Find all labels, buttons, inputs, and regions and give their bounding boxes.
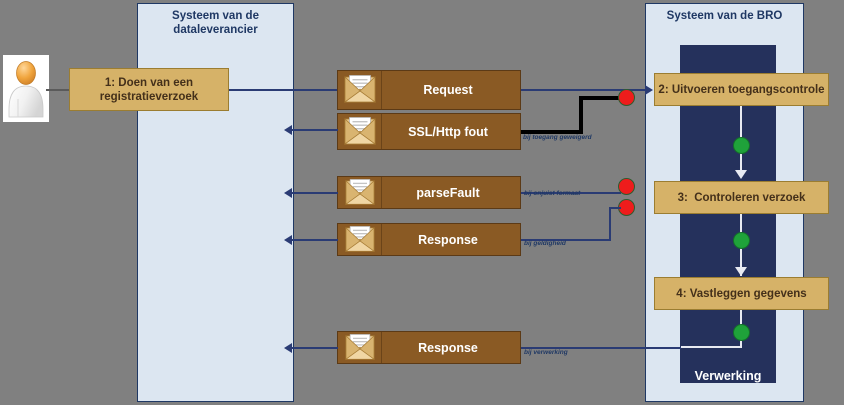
message-parsefault[interactable]: parseFault <box>337 176 521 209</box>
person-icon <box>8 60 44 117</box>
message-ssl-http-fout[interactable]: SSL/Http fout <box>337 113 521 150</box>
step-3-label: 3: Controleren verzoek <box>677 191 806 204</box>
step-4-vastleggen-gegevens[interactable]: 4: Vastleggen gegevens <box>654 277 829 310</box>
status-dot-red-onjuist <box>618 178 635 195</box>
connector-verwerking-to-response2 <box>521 347 681 349</box>
connector-dot-to-response1-upper <box>609 207 621 209</box>
connector-black-horizontal-lower <box>521 130 583 134</box>
message-response-2-label: Response <box>418 340 478 355</box>
flow-line-step4-left <box>681 346 742 348</box>
verwerking-label: Verwerking <box>694 369 762 383</box>
connector-parsefault-to-supplier <box>292 192 338 194</box>
arrow-response2-to-supplier <box>284 343 292 353</box>
arrow-down-step4 <box>735 267 747 276</box>
connector-vertical-response1 <box>609 207 611 241</box>
connector-step1-to-request <box>229 89 337 91</box>
actor-dataleverancier <box>3 55 49 122</box>
message-response-2[interactable]: Response <box>337 331 521 364</box>
connector-response1-to-dot <box>521 239 611 241</box>
annotation-verwerking: bij verwerking <box>524 349 568 356</box>
connector-parsefault-to-dot <box>521 192 621 194</box>
message-ssl-http-fout-label: SSL/Http fout <box>408 124 488 139</box>
step-4-label: 4: Vastleggen gegevens <box>676 287 807 300</box>
lane-supplier-title-line1: Systeem van de <box>172 10 259 22</box>
lane-supplier <box>137 3 294 402</box>
message-request[interactable]: Request <box>337 70 521 110</box>
status-dot-red-toegang <box>618 89 635 106</box>
envelope-icon <box>338 332 382 363</box>
arrow-request-to-step2 <box>645 85 653 95</box>
connector-response2-to-supplier <box>292 347 338 349</box>
connector-black-horizontal-upper <box>579 96 623 100</box>
status-dot-green-1 <box>733 137 750 154</box>
status-dot-green-2 <box>733 232 750 249</box>
annotation-onjuist-formaat: bij onjuist formaat <box>524 190 581 197</box>
connector-black-vertical <box>579 96 583 134</box>
status-dot-green-3 <box>733 324 750 341</box>
arrow-response1-to-supplier <box>284 235 292 245</box>
message-response-1[interactable]: Response <box>337 223 521 256</box>
arrow-sslfout-to-supplier <box>284 125 292 135</box>
message-parsefault-label: parseFault <box>416 185 480 200</box>
envelope-icon <box>338 224 382 255</box>
connector-sslfout-to-supplier <box>292 129 338 131</box>
message-request-label: Request <box>423 83 473 97</box>
annotation-geldigheid: bij geldigheid <box>524 240 566 247</box>
message-response-1-label: Response <box>418 232 478 247</box>
arrow-down-step3 <box>735 170 747 179</box>
connector-actor-to-step1 <box>46 89 70 91</box>
step-3-controleren-verzoek[interactable]: 3: Controleren verzoek <box>654 181 829 214</box>
envelope-icon <box>338 71 382 109</box>
step-2-uitvoeren-toegangscontrole[interactable]: 2: Uitvoeren toegangscontrole <box>654 73 829 106</box>
lane-bro-title: Systeem van de BRO <box>666 10 783 22</box>
lane-supplier-title-line2: dataleverancier <box>173 24 258 36</box>
step-2-label: 2: Uitvoeren toegangscontrole <box>658 83 825 96</box>
step-1-label: 1: Doen van een registratieverzoek <box>99 76 199 103</box>
envelope-icon <box>338 177 382 208</box>
annotation-toegang-geweigerd: bij toegang geweigerd <box>523 134 592 141</box>
arrow-parsefault-to-supplier <box>284 188 292 198</box>
envelope-icon <box>338 114 382 149</box>
step-1-doen-registratieverzoek[interactable]: 1: Doen van een registratieverzoek <box>69 68 229 111</box>
connector-response1-to-supplier <box>292 239 338 241</box>
connector-request-to-step2 <box>521 89 649 91</box>
